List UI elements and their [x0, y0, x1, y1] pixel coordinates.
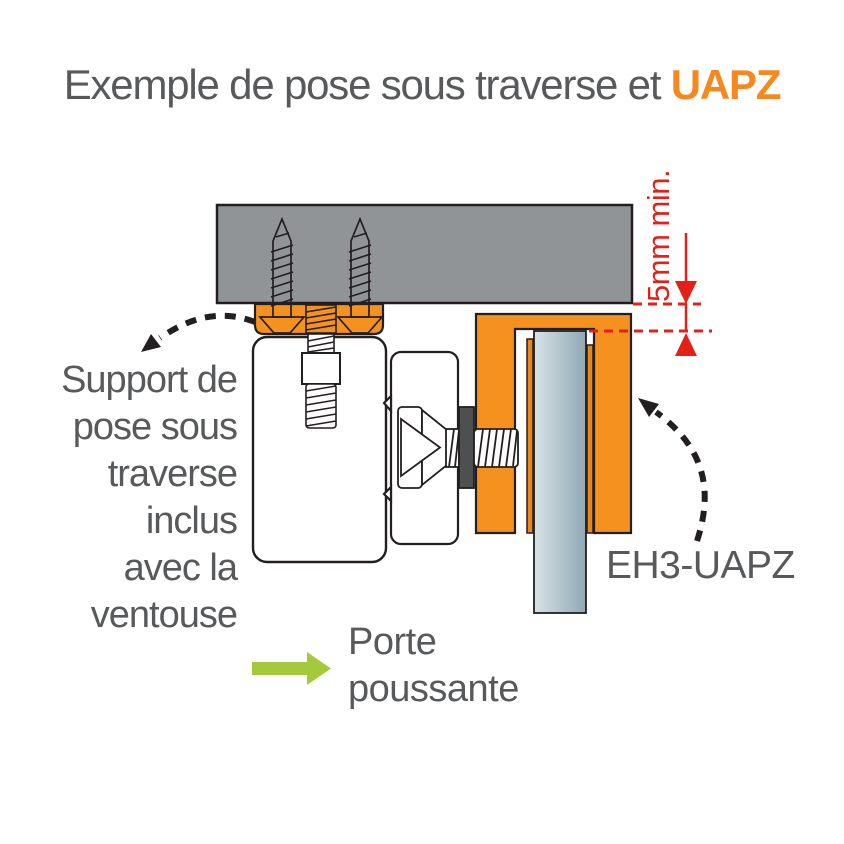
- dimension-arrow-down-icon: [675, 281, 697, 304]
- product-callout-arrow: [638, 398, 708, 542]
- support-callout-arrow: [141, 312, 257, 352]
- title-highlight: UAPZ: [670, 61, 782, 108]
- dimension-label: 5mm min.: [641, 170, 676, 302]
- door-label: Porte poussante: [348, 621, 519, 710]
- support-label: Support de pose sous traverse inclus ave…: [61, 359, 238, 636]
- page-title: Exemple de pose sous traverse et UAPZ: [0, 61, 844, 108]
- door-direction-arrow-icon: [252, 652, 331, 685]
- product-label: EH3-UAPZ: [606, 544, 795, 587]
- glass-panel: [533, 330, 587, 614]
- support-bracket: [253, 302, 385, 336]
- wood-screw-left: [258, 216, 306, 334]
- clamp-screw-thread: [473, 428, 519, 468]
- title-text: Exemple de pose sous traverse et: [63, 61, 662, 108]
- clamp-screw: [397, 406, 460, 489]
- uapz-clamp: [474, 312, 633, 535]
- traverse-bar: [215, 203, 634, 305]
- dimension-arrow-up-icon: [675, 333, 697, 356]
- arrowhead-icon: [141, 334, 161, 352]
- glass-gaskets: [526, 338, 594, 534]
- wood-screw-right: [336, 216, 384, 334]
- threaded-stud: [301, 304, 341, 429]
- clamp-washer: [458, 406, 475, 489]
- arrowhead-icon: [638, 398, 659, 417]
- dimension-annotation: 5mm min.: [589, 170, 712, 356]
